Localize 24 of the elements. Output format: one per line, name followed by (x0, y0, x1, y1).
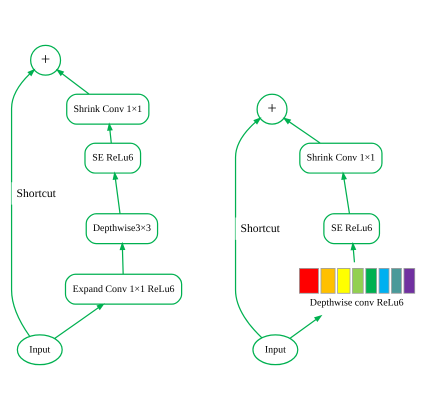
node-box: SE ReLu6 (84, 142, 142, 174)
arrow (120, 242, 126, 274)
node-circle: + (256, 94, 288, 125)
arrow (234, 117, 262, 338)
node-box: Depthwise3×3 (86, 213, 158, 244)
arrow (56, 68, 90, 95)
arrow (290, 314, 322, 339)
arrow (282, 117, 321, 144)
node-box: SE ReLu6 (323, 213, 380, 244)
arrow (350, 242, 356, 262)
arrow (107, 122, 113, 144)
node-box: Expand Conv 1×1 ReLu6 (64, 274, 182, 305)
node-box: Shrink Conv 1×1 (66, 94, 150, 125)
arrow (54, 303, 105, 339)
node-circle: + (30, 44, 62, 76)
arrow (341, 171, 350, 214)
node-label: Depthwise conv ReLu6 (310, 297, 404, 308)
node-box: Shrink Conv 1×1 (299, 142, 383, 174)
edge-label: Shortcut (240, 222, 280, 236)
node-ellipse: Input (16, 334, 63, 366)
edge-label: Shortcut (16, 186, 56, 200)
node-ellipse: Input (252, 334, 298, 366)
arrow (112, 171, 121, 214)
arrow (10, 68, 36, 337)
